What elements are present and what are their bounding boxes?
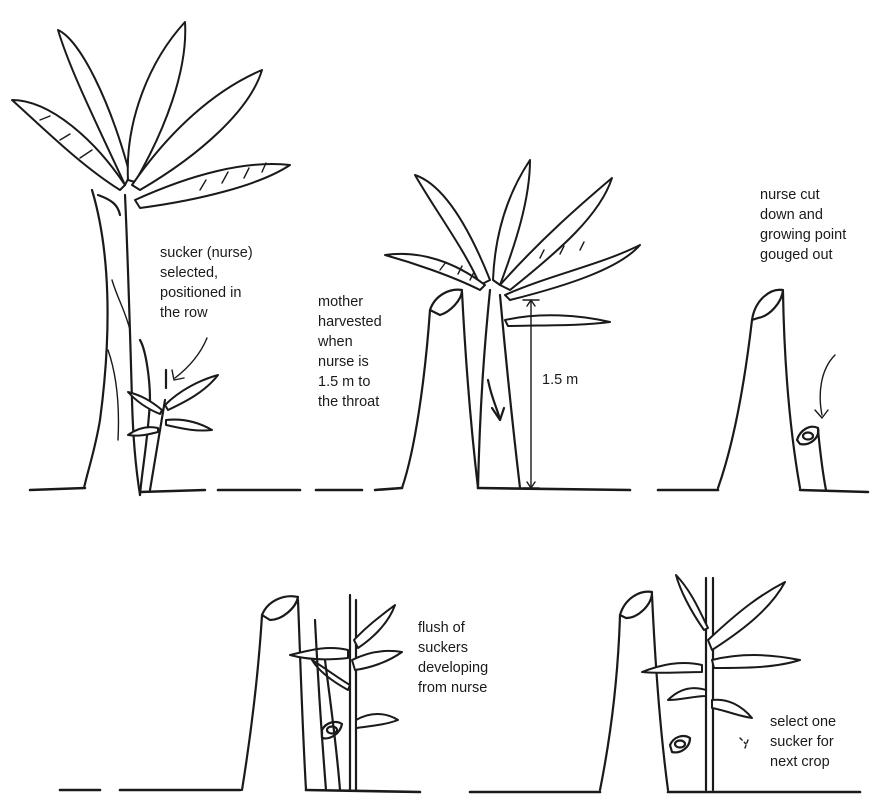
label-line: select one [770, 712, 836, 732]
label-line: growing point [760, 225, 846, 245]
label-line: next crop [770, 752, 836, 772]
label-nurse-cut: nurse cut down and growing point gouged … [760, 185, 846, 265]
label-line: positioned in [160, 283, 253, 303]
label-line: selected, [160, 263, 253, 283]
label-line: 1.5 m to [318, 372, 382, 392]
label-line: 1.5 m [542, 370, 578, 390]
label-line: from nurse [418, 678, 488, 698]
label-height-mark: 1.5 m [542, 370, 578, 390]
label-line: sucker for [770, 732, 836, 752]
label-line: mother [318, 292, 382, 312]
stage3-nurse-cut [718, 290, 835, 490]
label-line: nurse cut [760, 185, 846, 205]
label-select-one: select one sucker for next crop [770, 712, 836, 772]
label-line: the row [160, 303, 253, 323]
label-line: sucker (nurse) [160, 243, 253, 263]
label-line: when [318, 332, 382, 352]
label-flush-suckers: flush of suckers developing from nurse [418, 618, 488, 698]
label-line: flush of [418, 618, 488, 638]
stage2-harvested-mother [385, 160, 640, 488]
label-sucker-nurse: sucker (nurse) selected, positioned in t… [160, 243, 253, 323]
label-line: the throat [318, 392, 382, 412]
stage4-flush-of-suckers [242, 595, 402, 790]
label-line: developing [418, 658, 488, 678]
label-line: gouged out [760, 245, 846, 265]
label-line: harvested [318, 312, 382, 332]
label-mother-harvested: mother harvested when nurse is 1.5 m to … [318, 292, 382, 412]
label-line: down and [760, 205, 846, 225]
label-line: nurse is [318, 352, 382, 372]
label-line: suckers [418, 638, 488, 658]
